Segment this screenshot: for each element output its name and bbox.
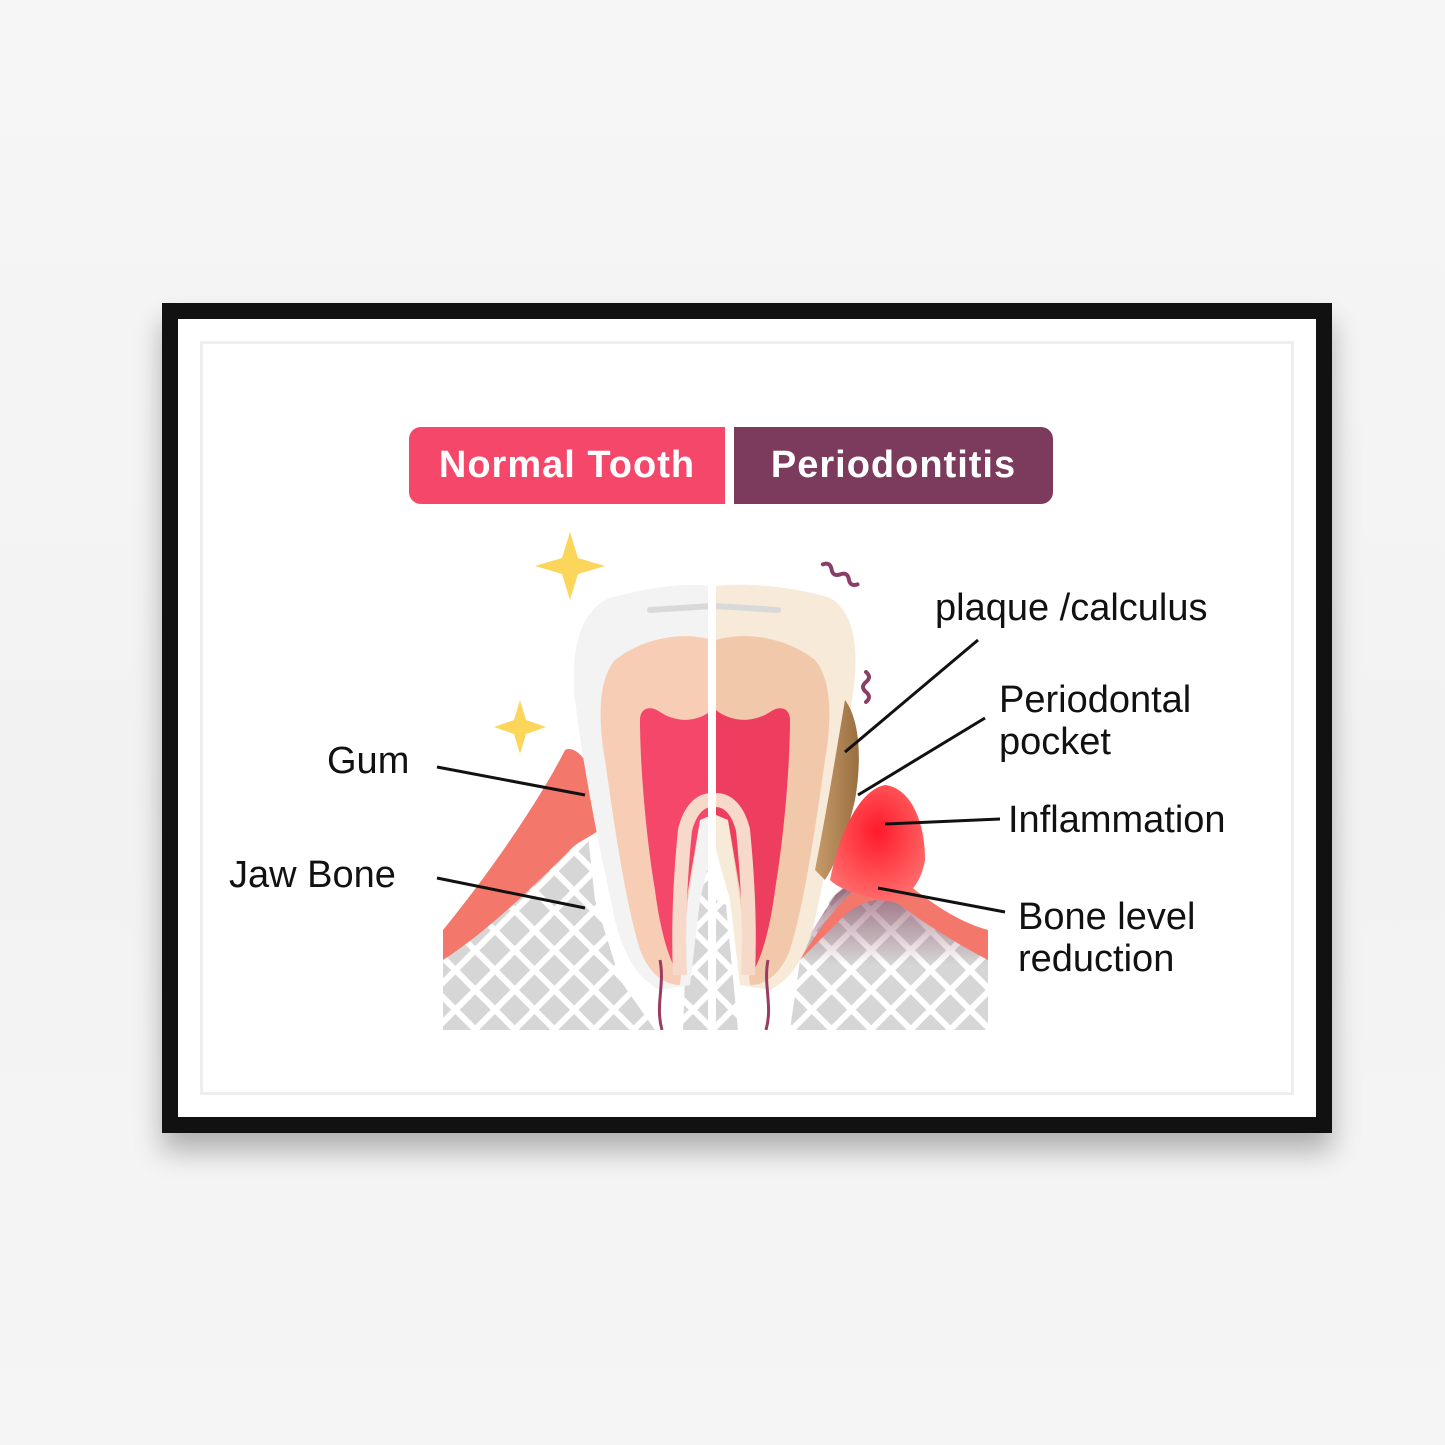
periodontal-pocket-line2: pocket	[999, 721, 1111, 763]
poster-mat: Normal Tooth Periodontitis	[178, 319, 1316, 1117]
plaque-calculus-label: plaque /calculus	[935, 587, 1208, 629]
gum-leader	[436, 765, 586, 797]
inflammation-label: Inflammation	[1008, 799, 1226, 841]
bone-level-leader	[877, 886, 1006, 914]
jaw-bone-left	[443, 808, 655, 1030]
inflammation-leader	[884, 817, 1001, 826]
jaw-bone-right	[716, 900, 738, 1030]
picture-frame: Normal Tooth Periodontitis	[162, 303, 1332, 1133]
periodontal-pocket-label: Periodontal pocket	[999, 679, 1191, 763]
nerve-right	[764, 959, 771, 1030]
sparkle-icon	[535, 532, 605, 600]
pulp-canal-right	[716, 793, 756, 976]
mat-inner-edge	[200, 341, 1294, 1095]
periodontitis-header: Periodontitis	[734, 427, 1053, 504]
inflammation	[830, 785, 925, 901]
wavy-line-icon	[820, 561, 860, 588]
nerve-left	[657, 959, 664, 1030]
pocket-leader	[857, 716, 986, 797]
jaw-bone-label: Jaw Bone	[229, 854, 396, 896]
pulp-canal-left	[672, 793, 708, 976]
jaw-bone-leader	[436, 876, 586, 910]
pulp-left	[640, 708, 708, 975]
wavy-line-icon	[861, 670, 871, 704]
sparkle-icon	[494, 700, 546, 754]
pulp-right	[716, 708, 790, 975]
plaque-leader	[844, 638, 979, 754]
gum-label: Gum	[327, 740, 410, 782]
plaque-calculus	[815, 700, 859, 880]
tooth-diagram	[436, 532, 1006, 1030]
gum-left	[443, 749, 600, 960]
normal-tooth-header: Normal Tooth	[409, 427, 725, 504]
bone-level-reduction-label: Bone level reduction	[1018, 896, 1195, 980]
periodontal-pocket-line1: Periodontal	[999, 679, 1192, 721]
bone-level-line1: Bone level	[1018, 896, 1196, 938]
bone-level-line2: reduction	[1018, 938, 1175, 980]
